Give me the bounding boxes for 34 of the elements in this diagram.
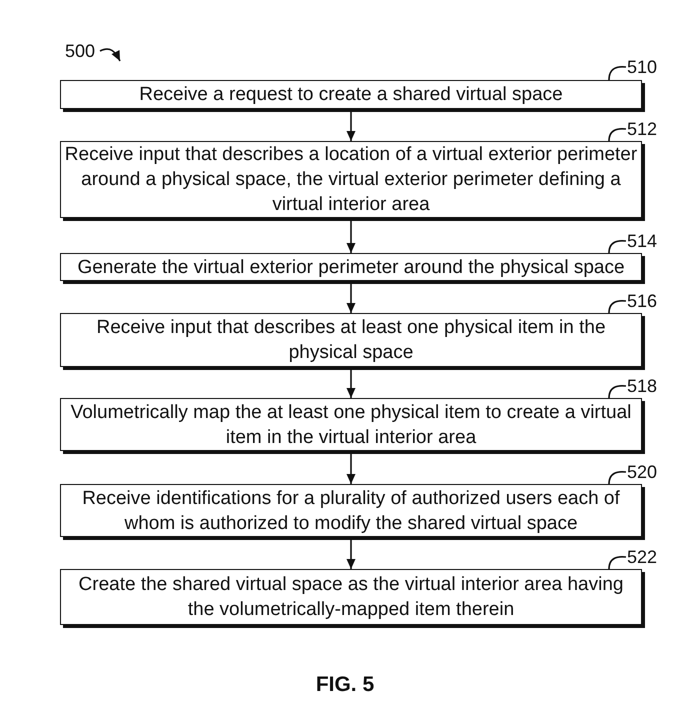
leader-line [608, 556, 626, 570]
step-text: Volumetrically map the at least one physical item to create a virtual item in the virtual interior area [70, 400, 632, 450]
figure-caption: FIG. 5 [316, 672, 374, 698]
leader-line [608, 300, 626, 314]
step-text: Generate the virtual exterior perimeter around the physical space [77, 256, 625, 280]
reference-numeral: 522 [627, 546, 658, 568]
process-box [60, 80, 642, 109]
curved-arrow [100, 48, 121, 62]
reference-numeral: 516 [627, 290, 658, 312]
reference-numeral: 520 [627, 461, 658, 483]
step-text: Receive input that describes a location of a virtual exterior perimeter around a physical space, the virtual exterior perimeter defining a virtual interior area [64, 143, 638, 217]
leader-line [608, 240, 626, 254]
leader-line [608, 384, 626, 398]
process-box [60, 313, 642, 367]
reference-numeral: 518 [627, 375, 658, 397]
reference-numeral: 500 [65, 40, 96, 62]
reference-numeral: 512 [627, 118, 658, 140]
process-box [60, 569, 642, 625]
process-box [60, 253, 642, 281]
step-text: Receive a request to create a shared virtual space [139, 83, 563, 107]
reference-numeral: 514 [627, 230, 658, 252]
reference-numeral: 510 [627, 56, 658, 78]
arrow [346, 221, 356, 253]
leader-line [608, 128, 626, 142]
step-text: Receive identifications for a plurality of authorized users each of whom is authorized to modify the shared virtual space [81, 486, 621, 536]
step-text: Create the shared virtual space as the virtual interior area having the volumetrically-mapped item therein [78, 573, 624, 622]
arrow [346, 540, 356, 569]
leader-line [608, 470, 626, 484]
arrow [346, 454, 356, 484]
arrow [346, 284, 356, 313]
arrow [346, 370, 356, 398]
step-text: Receive input that describes at least one physical item in the physical space [95, 316, 607, 365]
arrow [346, 112, 356, 141]
leader-line [608, 66, 626, 80]
